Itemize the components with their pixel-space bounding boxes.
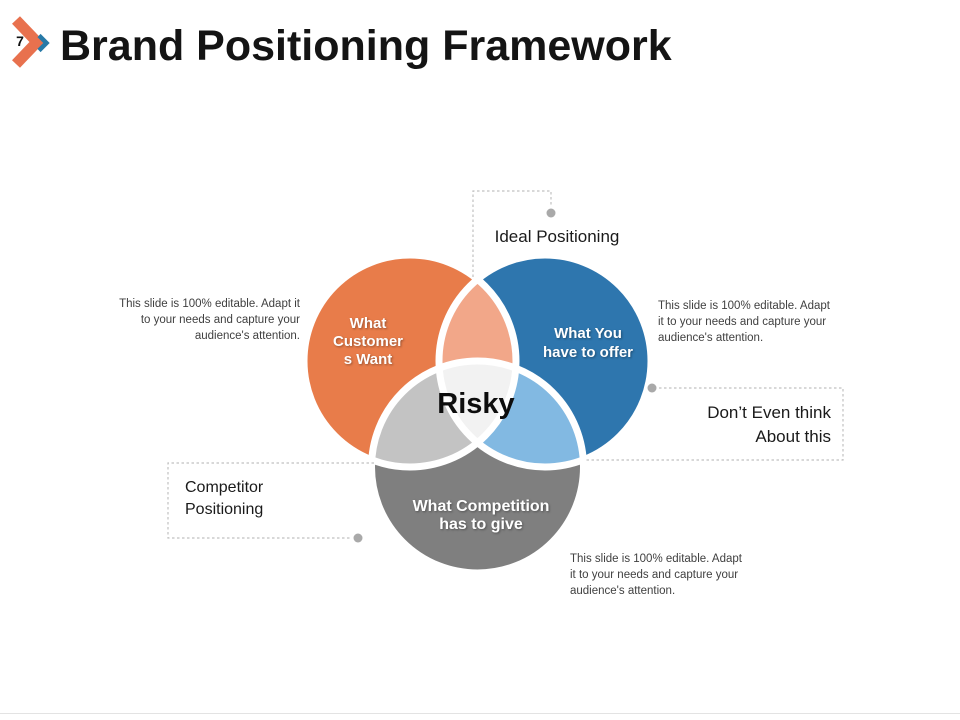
note-line: audience's attention. xyxy=(570,585,676,597)
circle-label-competition: What Competition has to give xyxy=(371,498,591,534)
label-line: s Want xyxy=(343,351,393,368)
connector-competitor-dot xyxy=(353,533,363,543)
circle-competition-outline xyxy=(368,357,587,577)
label-line: Customer xyxy=(332,333,403,350)
circle-label-offer: What You have to offer xyxy=(503,324,673,362)
label-line: What Competition xyxy=(412,498,550,515)
callout-line: About this xyxy=(755,427,831,446)
callout-line: Don’t Even think xyxy=(707,403,831,422)
orange-chevron-icon xyxy=(12,16,45,68)
note-line: it to your needs and capture your xyxy=(570,569,739,581)
overlap-customers-competition xyxy=(371,361,516,467)
connector-ideal-dot xyxy=(546,208,556,218)
callout-competitor-positioning: Competitor Positioning xyxy=(185,477,355,521)
center-label-risky: Risky xyxy=(437,388,515,420)
callout-line: Positioning xyxy=(185,501,264,518)
note-left: This slide is 100% editable. Adapt it to… xyxy=(98,296,300,344)
note-line: audience's attention. xyxy=(658,332,764,344)
circle-label-customers: What Customer s Want xyxy=(298,315,438,369)
blue-chevron-icon xyxy=(37,33,50,53)
note-line: This slide is 100% editable. Adapt it xyxy=(119,298,300,310)
connector-dont-dot xyxy=(647,383,657,393)
callout-line: Competitor xyxy=(185,479,264,496)
callout-ideal-positioning: Ideal Positioning xyxy=(494,227,620,246)
note-bottom: This slide is 100% editable. Adapt it to… xyxy=(570,551,770,599)
callout-dont-even-think: Don’t Even think About this xyxy=(631,401,831,449)
label-line: What xyxy=(349,315,387,332)
label-line: have to offer xyxy=(542,344,633,361)
note-line: audience's attention. xyxy=(194,330,300,342)
circle-customers-outline xyxy=(300,251,520,471)
connector-competitor xyxy=(167,462,374,539)
slide-bottom-divider xyxy=(0,713,960,714)
note-line: it to your needs and capture your xyxy=(658,316,827,328)
note-line: to your needs and capture your xyxy=(140,314,300,326)
note-line: This slide is 100% editable. Adapt xyxy=(658,300,830,312)
overlap-offer-competition xyxy=(439,361,584,467)
note-right: This slide is 100% editable. Adapt it to… xyxy=(658,298,858,346)
page-title: Brand Positioning Framework xyxy=(60,22,672,70)
slide-number-chevrons xyxy=(12,16,50,68)
connector-dont xyxy=(585,387,844,461)
connector-ideal xyxy=(472,190,552,277)
label-line: What You xyxy=(554,325,622,342)
circle-offer-outline xyxy=(435,251,655,471)
slide-number: 7 xyxy=(16,33,24,49)
label-line: has to give xyxy=(439,516,523,533)
note-line: This slide is 100% editable. Adapt xyxy=(570,553,742,565)
